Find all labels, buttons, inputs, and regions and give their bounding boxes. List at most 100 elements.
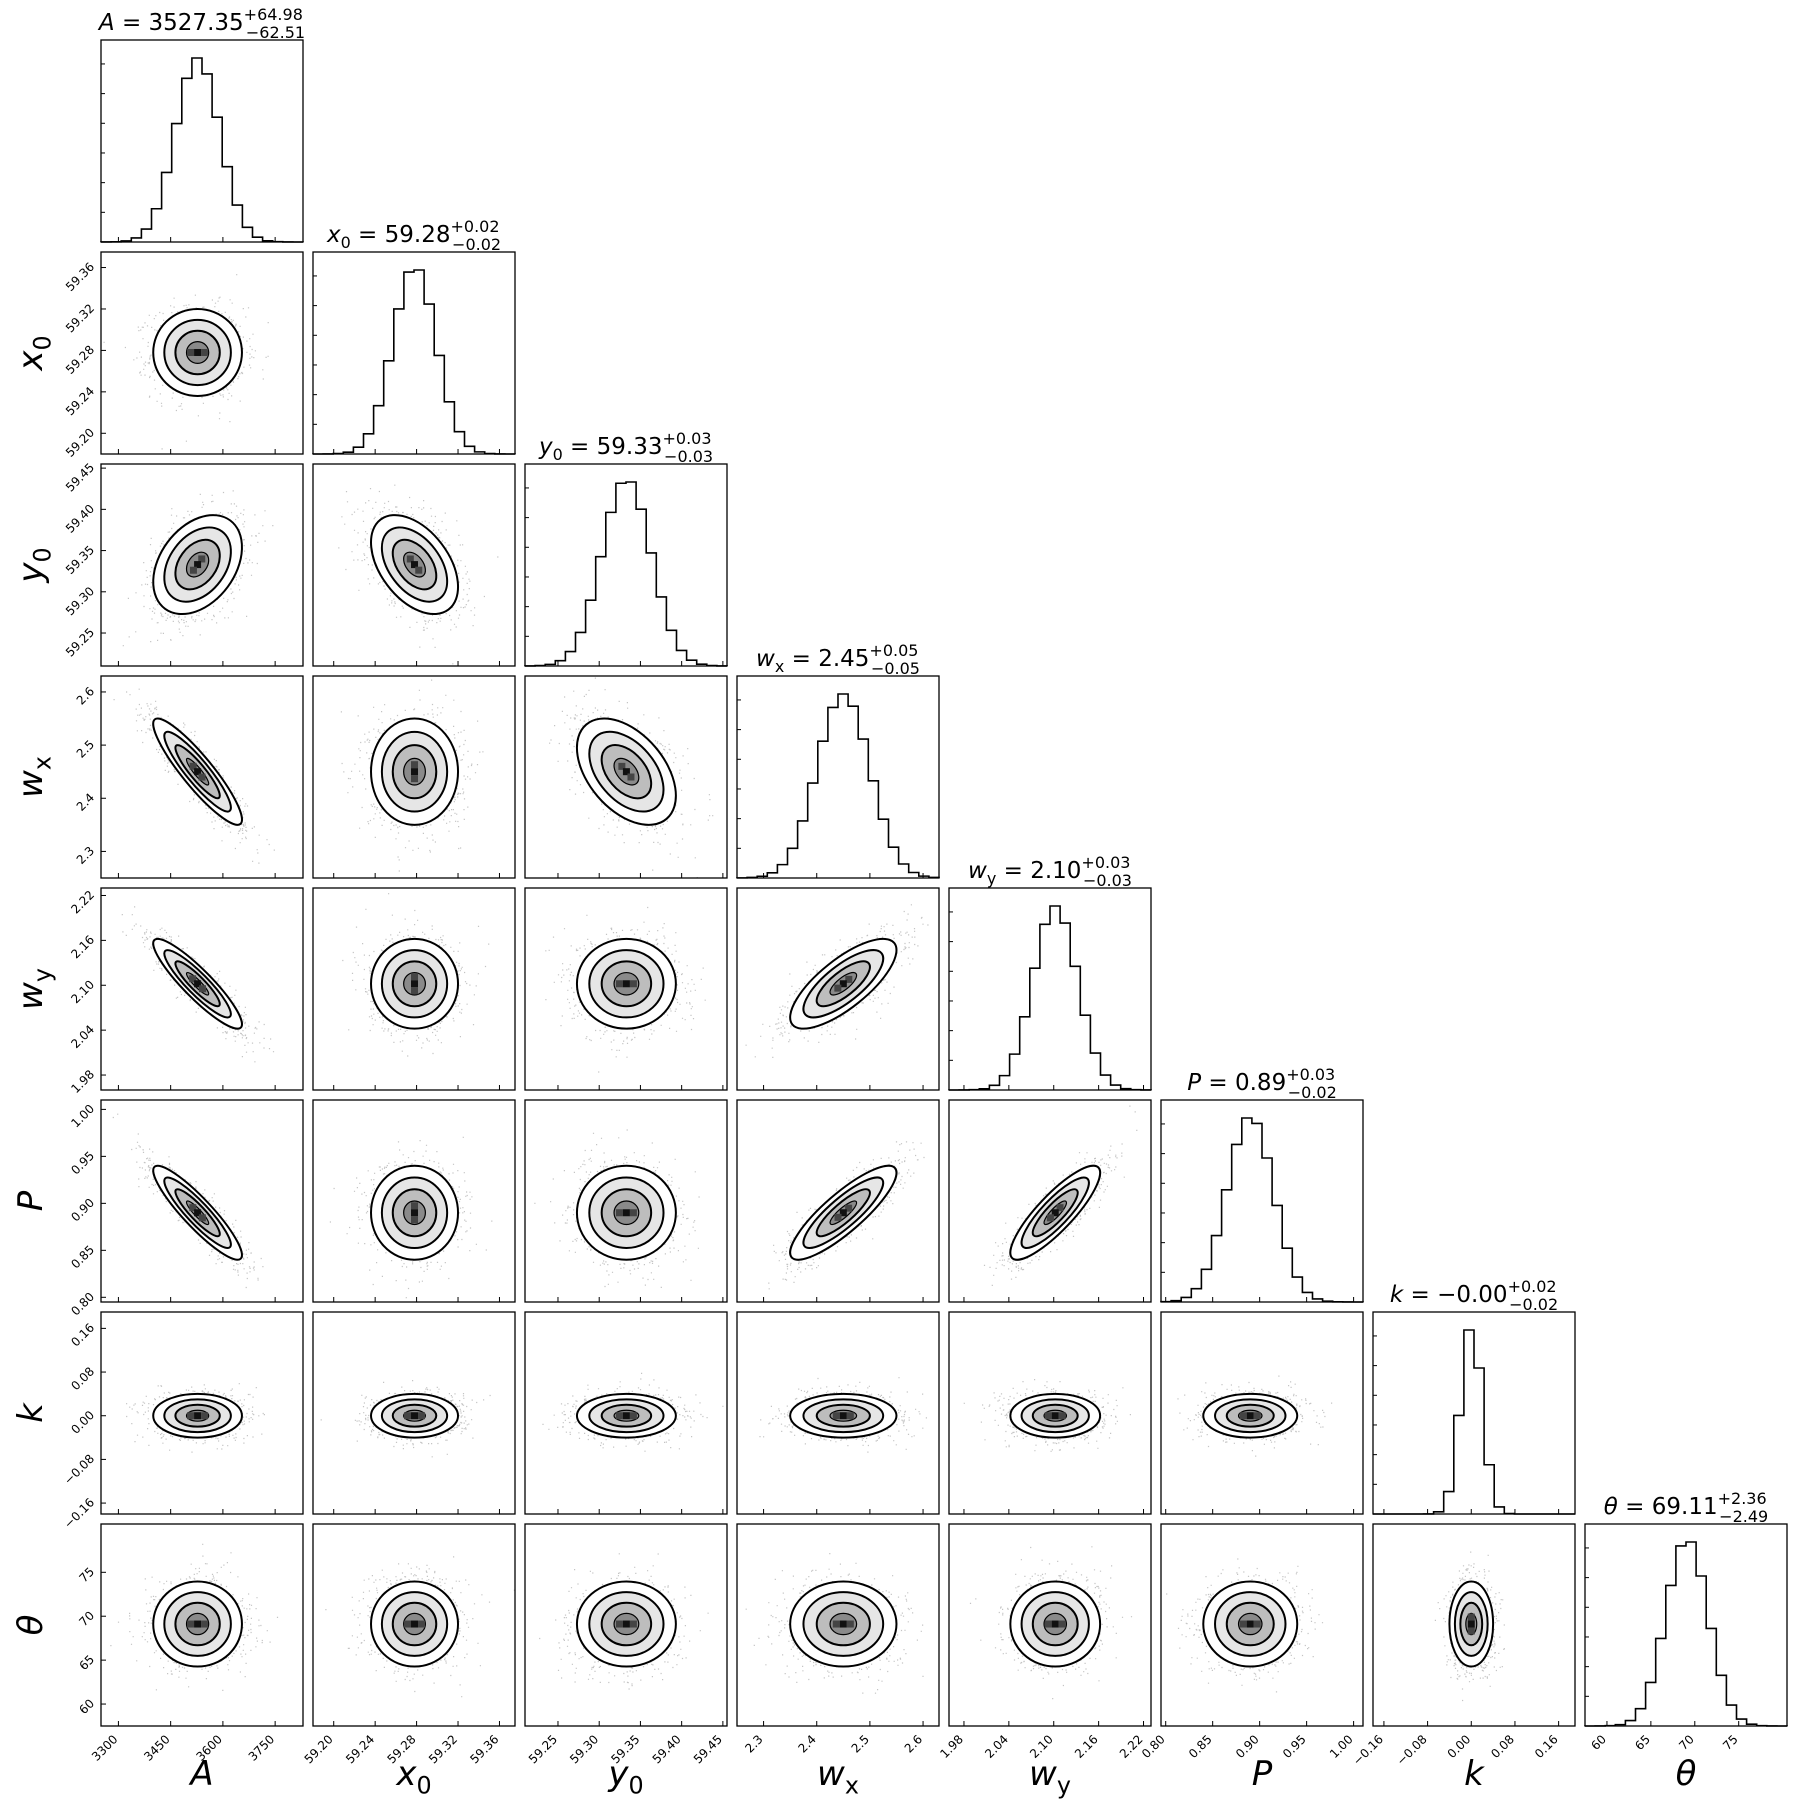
panel-wy-theta (948, 1523, 1152, 1727)
density-peak (1246, 1412, 1254, 1420)
panel-wy-P (948, 1099, 1152, 1303)
density-peak (411, 1216, 419, 1224)
density-peak (411, 761, 419, 769)
panel-y0-wx (524, 675, 728, 879)
title-A: A = 3527.35+64.98−62.51 (97, 5, 305, 42)
xtick-label-x0: 59.32 (426, 1732, 460, 1766)
ytick-label-P: 1.00 (68, 1102, 97, 1131)
xtick-label-wy: 2.22 (1117, 1732, 1146, 1761)
xtick-label-P: 0.85 (1186, 1732, 1215, 1761)
ytick-label-y0: 59.30 (63, 584, 97, 618)
ytick-label-wx: 2.5 (74, 737, 97, 760)
panel-frame (948, 1311, 1152, 1515)
histogram-step-x0 (312, 269, 516, 455)
ytick-label-theta: 65 (76, 1652, 97, 1673)
ytick-label-k: 0.00 (68, 1408, 97, 1437)
density-peak (1051, 1209, 1059, 1217)
panel-P-theta (1160, 1523, 1364, 1727)
ytick-label-k: −0.08 (61, 1452, 97, 1488)
density-peak (629, 980, 637, 988)
xtick-label-wy: 1.98 (937, 1732, 966, 1761)
panel-frame (100, 463, 304, 667)
ytick-label-wy: 2.22 (68, 888, 97, 917)
histogram-y0: y0 = 59.33+0.03−0.03 (524, 429, 728, 667)
xtick-label-theta: 60 (1588, 1732, 1609, 1753)
density-peak (194, 1412, 202, 1420)
xtick-label-wx: 2.4 (795, 1732, 818, 1755)
ytick-label-k: 0.08 (68, 1364, 97, 1393)
histogram-step-k (1373, 1329, 1575, 1515)
panel-A-wy: 1.982.042.102.162.22 (68, 887, 304, 1096)
panel-frame (312, 1099, 516, 1303)
yaxis-label-theta: θ (11, 1614, 51, 1635)
density-peak (846, 1620, 854, 1628)
panel-frame (1372, 1523, 1576, 1727)
xtick-label-y0: 59.40 (650, 1732, 684, 1766)
panel-frame (1160, 1523, 1364, 1727)
panel-frame (524, 675, 728, 879)
density-peak (1467, 1627, 1475, 1635)
xtick-label-wx: 2.6 (902, 1732, 925, 1755)
panel-frame (100, 675, 304, 879)
histogram-P: P = 0.89+0.03−0.02 (1160, 1065, 1364, 1303)
density-peak (406, 555, 414, 563)
density-peak (615, 980, 623, 988)
ytick-label-wx: 2.6 (74, 684, 97, 707)
density-peak (415, 566, 423, 574)
ytick-label-k: 0.16 (68, 1321, 97, 1350)
panel-frame (948, 1523, 1152, 1727)
xtick-label-wx: 2.3 (742, 1732, 765, 1755)
ytick-label-theta: 75 (76, 1565, 97, 1586)
panel-frame (736, 887, 940, 1091)
panel-wx-wy (736, 887, 940, 1091)
xtick-label-k: 0.08 (1488, 1732, 1517, 1761)
histogram-step-theta (1584, 1541, 1788, 1727)
density-peak (1046, 1214, 1054, 1222)
density-peak (622, 980, 630, 988)
title-wx: wx = 2.45+0.05−0.05 (756, 641, 920, 678)
ytick-label-wy: 2.04 (68, 1022, 97, 1051)
xaxis-label-k: k (1464, 1754, 1485, 1794)
ytick-label-P: 0.80 (68, 1290, 97, 1319)
panel-frame (100, 251, 304, 455)
panel-wy-k (948, 1311, 1152, 1515)
density-peak (1467, 1620, 1475, 1628)
xtick-label-theta: 65 (1632, 1732, 1653, 1753)
panel-frame (312, 675, 516, 879)
xtick-label-theta: 75 (1720, 1732, 1741, 1753)
density-peak (194, 348, 202, 356)
density-peak (839, 1209, 847, 1217)
panel-A-wx: 2.32.42.52.6 (74, 675, 304, 879)
panel-frame (312, 251, 516, 455)
density-peak (194, 980, 202, 988)
xaxis-label-y0: y0 (607, 1754, 643, 1800)
panel-frame (736, 1099, 940, 1303)
histogram-theta: θ = 69.11+2.36−2.49 (1584, 1489, 1788, 1727)
xaxis-label-wy: wy (1029, 1754, 1071, 1800)
panel-frame (736, 675, 940, 879)
xtick-label-P: 0.80 (1139, 1732, 1168, 1761)
density-peak (832, 1620, 840, 1628)
density-peak (1239, 1620, 1247, 1628)
density-peak (615, 1209, 623, 1217)
density-peak (418, 1412, 426, 1420)
yaxis-label-k: k (11, 1402, 51, 1423)
yaxis-label-wx: wx (11, 756, 57, 798)
panel-frame (1372, 1311, 1576, 1515)
scatter-points (1177, 1375, 1333, 1457)
density-peak (1253, 1620, 1261, 1628)
panel-frame (1160, 1311, 1364, 1515)
density-peak (1044, 1620, 1052, 1628)
density-peak (834, 1213, 842, 1221)
title-x0: x0 = 59.28+0.02−0.02 (326, 217, 501, 254)
density-peak (411, 987, 419, 995)
density-peak (1467, 1613, 1475, 1621)
density-peak (411, 973, 419, 981)
density-peak (834, 984, 842, 992)
panel-x0-wy (312, 887, 516, 1091)
panel-wx-P (736, 1099, 940, 1303)
panel-x0-wx (312, 675, 516, 879)
density-peak (189, 975, 197, 983)
density-peak (199, 985, 207, 993)
density-peak (411, 980, 419, 988)
